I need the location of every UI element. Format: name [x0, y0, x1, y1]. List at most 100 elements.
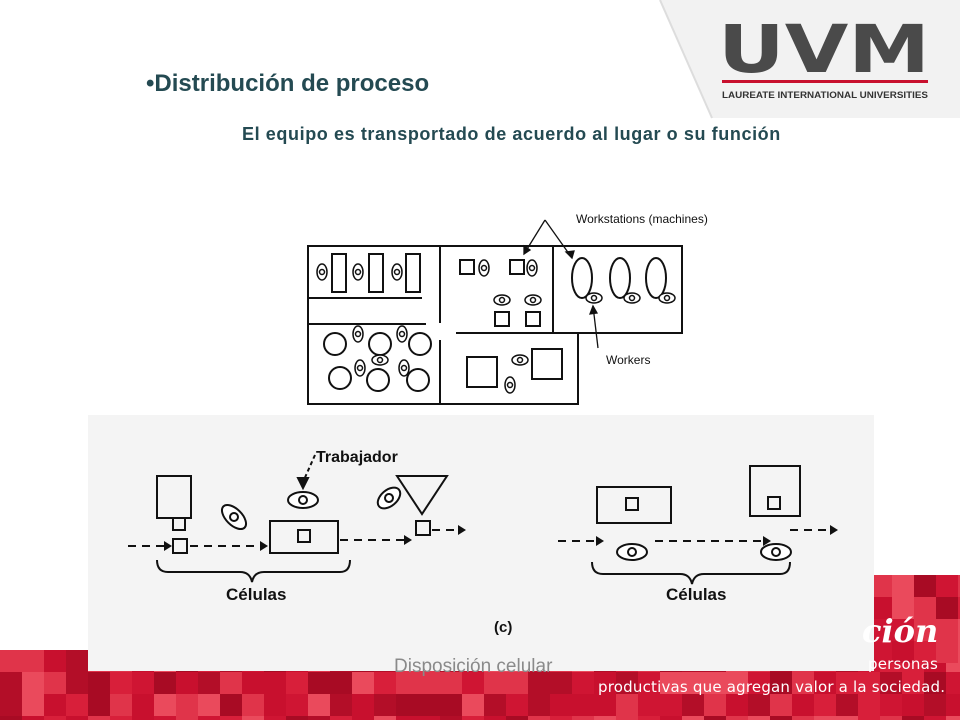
- mosaic-tile: [528, 716, 550, 720]
- mosaic-tile: [892, 641, 914, 663]
- mosaic-tile: [440, 694, 462, 716]
- mosaic-tile: [484, 716, 506, 720]
- mosaic-tile: [880, 672, 902, 694]
- mosaic-tile: [836, 694, 858, 716]
- mosaic-tile: [66, 650, 88, 672]
- mosaic-tile: [484, 672, 506, 694]
- cellular-layout-panel: [88, 415, 874, 671]
- mosaic-tile: [440, 672, 462, 694]
- mosaic-tile: [396, 672, 418, 694]
- mosaic-tile: [902, 694, 924, 716]
- mosaic-tile: [528, 672, 550, 694]
- mosaic-tile: [374, 672, 396, 694]
- mosaic-tile: [374, 716, 396, 720]
- mosaic-tile: [638, 694, 660, 716]
- figure-caption: Disposición celular: [394, 656, 553, 677]
- mosaic-tile: [792, 694, 814, 716]
- mosaic-tile: [264, 716, 286, 720]
- mosaic-tile: [44, 650, 66, 672]
- label-worker: Trabajador: [316, 449, 398, 466]
- footer-word: ción: [862, 612, 939, 650]
- mosaic-tile: [594, 694, 616, 716]
- mosaic-tile: [154, 716, 176, 720]
- footer-line-2: productivas que agregan valor a la socie…: [598, 678, 946, 696]
- mosaic-tile: [914, 597, 936, 619]
- mosaic-tile: [286, 716, 308, 720]
- mosaic-tile: [132, 716, 154, 720]
- mosaic-tile: [330, 694, 352, 716]
- mosaic-tile: [66, 716, 88, 720]
- mosaic-tile: [110, 694, 132, 716]
- mosaic-tile: [726, 694, 748, 716]
- mosaic-tile: [748, 672, 770, 694]
- mosaic-tile: [330, 672, 352, 694]
- mosaic-tile: [638, 672, 660, 694]
- logo-tagline: LAUREATE INTERNATIONAL UNIVERSITIES: [722, 90, 928, 100]
- mosaic-tile: [110, 716, 132, 720]
- mosaic-tile: [462, 694, 484, 716]
- figure-label: (c): [494, 619, 512, 636]
- mosaic-tile: [154, 672, 176, 694]
- mosaic-tile: [110, 672, 132, 694]
- mosaic-tile: [748, 694, 770, 716]
- mosaic-tile: [88, 672, 110, 694]
- mosaic-tile: [858, 694, 880, 716]
- mosaic-tile: [506, 716, 528, 720]
- mosaic-tile: [352, 716, 374, 720]
- mosaic-tile: [814, 694, 836, 716]
- mosaic-tile: [726, 716, 748, 720]
- mosaic-tile: [22, 716, 44, 720]
- mosaic-tile: [550, 672, 572, 694]
- mosaic-tile: [242, 694, 264, 716]
- mosaic-tile: [0, 672, 22, 694]
- mosaic-tile: [958, 597, 960, 619]
- uvm-logo: UVM LAUREATE INTERNATIONAL UNIVERSITIES: [718, 11, 930, 100]
- mosaic-tile: [0, 650, 22, 672]
- mosaic-tile: [660, 716, 682, 720]
- mosaic-tile: [594, 716, 616, 720]
- mosaic-tile: [572, 672, 594, 694]
- slide-title: •Distribución de proceso: [146, 70, 430, 97]
- mosaic-tile: [770, 672, 792, 694]
- mosaic-tile: [66, 672, 88, 694]
- mosaic-tile: [946, 672, 960, 694]
- mosaic-tile: [870, 641, 892, 663]
- mosaic-tile: [870, 575, 892, 597]
- mosaic-tile: [242, 672, 264, 694]
- mosaic-tile: [660, 672, 682, 694]
- label-workers: Workers: [606, 353, 650, 367]
- mosaic-tile: [352, 672, 374, 694]
- mosaic-tile: [958, 575, 960, 597]
- mosaic-tile: [176, 672, 198, 694]
- mosaic-tile: [242, 716, 264, 720]
- mosaic-tile: [958, 641, 960, 663]
- mosaic-tile: [88, 716, 110, 720]
- mosaic-tile: [286, 672, 308, 694]
- mosaic-tile: [330, 716, 352, 720]
- mosaic-tile: [22, 694, 44, 716]
- mosaic-tile: [550, 716, 572, 720]
- mosaic-tile: [936, 619, 958, 641]
- mosaic-tile: [198, 694, 220, 716]
- mosaic-tile: [914, 641, 936, 663]
- mosaic-tile: [572, 694, 594, 716]
- mosaic-tile: [924, 716, 946, 720]
- mosaic-tile: [418, 672, 440, 694]
- mosaic-tile: [660, 694, 682, 716]
- mosaic-tile: [616, 716, 638, 720]
- mosaic-tile: [396, 716, 418, 720]
- mosaic-tile: [418, 694, 440, 716]
- footer-line-1: personas: [868, 655, 939, 673]
- mosaic-tile: [220, 694, 242, 716]
- mosaic-tile: [726, 672, 748, 694]
- mosaic-tile: [440, 716, 462, 720]
- mosaic-tile: [682, 672, 704, 694]
- mosaic-tile: [484, 694, 506, 716]
- mosaic-tile: [704, 694, 726, 716]
- mosaic-tile: [462, 672, 484, 694]
- mosaic-tile: [858, 672, 880, 694]
- mosaic-tile: [308, 672, 330, 694]
- mosaic-tile: [880, 694, 902, 716]
- mosaic-tile: [154, 694, 176, 716]
